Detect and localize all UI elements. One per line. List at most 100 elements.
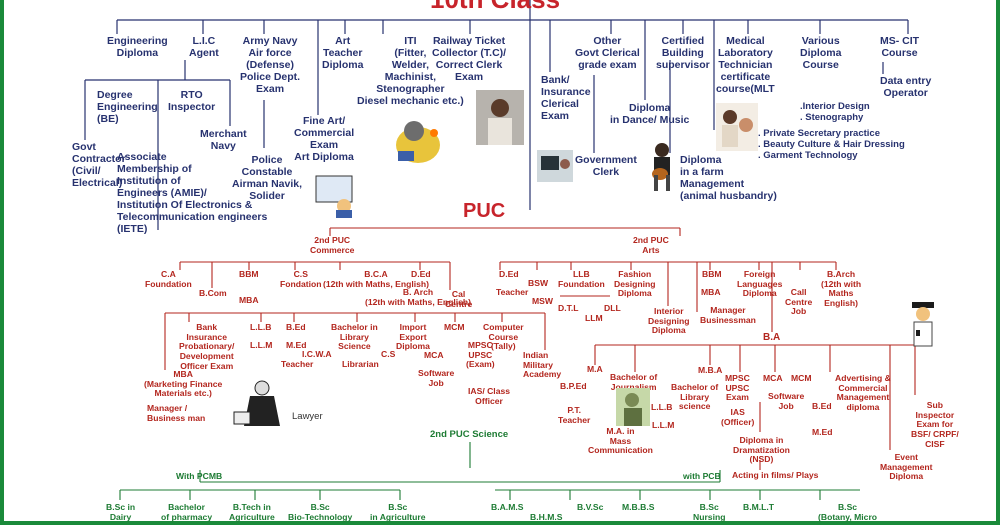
node-certified: Certified Building supervisor (656, 35, 710, 72)
node-arts-ias: IAS (Officer) (721, 407, 755, 427)
node-bsc-biotech: B.Sc Bio-Technology (288, 502, 353, 522)
node-import-export: Import Export Diploma (396, 322, 430, 352)
node-rto: RTO Inspector (168, 89, 216, 114)
node-police-constable: Police Constable Airman Navik, Solider (232, 154, 303, 203)
node-btech-agri: B.Tech in Agriculture (229, 502, 275, 522)
node-bca: B.C.A (12th with Maths, English) (323, 269, 429, 289)
node-cs-foundation: C.S Fondation (280, 269, 322, 289)
node-ca: C.A Foundation (145, 269, 192, 289)
node-puc-arts: 2nd PUC Arts (633, 235, 669, 255)
node-bped: B.P.Ed (560, 381, 587, 391)
node-software-job: Software Job (418, 368, 455, 388)
node-govt-clerk: Government Clerk (575, 154, 637, 179)
node-cs: C.S (381, 349, 396, 359)
node-arts-bbm: BBM (702, 269, 722, 279)
node-cal-centre: Cal Centre (445, 289, 473, 309)
node-iti: ITI (Fitter, Welder, Machinist, Stenogra… (357, 35, 464, 108)
node-mscit: MS- CIT Course (880, 35, 920, 60)
node-bachelor-library: Bachelor in Library Science (331, 322, 378, 352)
node-arts-mpsc: MPSC UPSC Exam (725, 373, 750, 403)
node-llb: L.L.B (250, 322, 272, 332)
node-fashion: Fashion Designing Diploma (614, 269, 656, 299)
node-bmlt: B.M.L.T (743, 502, 775, 512)
node-bsc-botany: B.Sc (Botany, Micro (818, 502, 878, 522)
node-bbm: BBM (239, 269, 259, 279)
node-govt-contractor: Govt Contractor (Civil/ Electrical) (72, 141, 126, 190)
node-llm: L.L.M (250, 340, 273, 350)
node-diploma-dance: Diploma in Dance/ Music (610, 102, 690, 127)
computer-photo (537, 150, 573, 182)
node-arts-manager: Manager Businessman (700, 305, 756, 325)
node-arts-bachelor-library: Bachelor of Library science (671, 382, 719, 412)
node-farm-management: Diploma in a farm Management (animal hus… (680, 154, 777, 203)
node-bank-clerical: Bank/ Insurance Clerical Exam (541, 74, 591, 123)
node-ded: D.Ed (411, 269, 431, 279)
node-bsc-nursing: B.Sc Nursing (693, 502, 726, 522)
node-lawyer: Lawyer (292, 411, 323, 422)
artist-illustration (315, 175, 353, 218)
puc-title: PUC (463, 200, 506, 222)
node-msw: MSW (532, 296, 554, 306)
node-other-govt: Other Govt Clerical grade exam (575, 35, 640, 72)
officer-illustration (912, 302, 934, 347)
node-sub-inspector: Sub Inspector Exam for BSF/ CRPF/ CISF (911, 400, 959, 449)
node-bpharm: Bachelor of pharmacy (161, 502, 213, 522)
node-bsw: BSW (528, 278, 549, 288)
node-army: Army Navy Air force (Defense) Police Dep… (240, 35, 301, 96)
node-acting: Acting in films/ Plays (732, 470, 819, 480)
node-librarian: Librarian (342, 359, 379, 369)
node-arts-mcm: MCM (791, 373, 812, 383)
node-arts-mca: MCA (763, 373, 783, 383)
node-dtl: D.T.L (558, 303, 579, 313)
node-mca: MCA (424, 350, 444, 360)
node-foreign-languages: Foreign Languages Diploma (737, 269, 783, 299)
node-ma: M.A (587, 364, 603, 374)
node-lic-agent: L.I.C Agent (189, 35, 219, 60)
node-puc-science: 2nd PUC Science (430, 429, 509, 440)
welder-illustration (396, 121, 440, 163)
node-arts-ded: D.Ed (499, 269, 519, 279)
node-fine-art: Fine Art/ Commercial Exam Art Diploma (294, 115, 355, 164)
node-ma-mass: M.A. in Mass Communication (588, 426, 653, 456)
node-bsc-dairy: B.Sc in Dairy (106, 502, 136, 522)
node-mbbs: M.B.B.S (622, 502, 655, 512)
node-bank-insurance: Bank Insurance Probationary/ Development… (179, 322, 235, 371)
node-puc-commerce: 2nd PUC Commerce (310, 235, 355, 255)
node-pt-teacher: P.T. Teacher (558, 405, 591, 425)
node-dll: DLL (604, 303, 621, 313)
node-ias: IAS/ Class Officer (468, 386, 511, 406)
node-private-secretary: . Private Secretary practice . Beauty Cu… (758, 128, 905, 161)
node-ba: B.A (763, 332, 781, 343)
node-data-entry: Data entry Operator (880, 75, 932, 100)
node-associate-membership: Associate Membership of Institution of E… (117, 151, 268, 236)
node-railway: Railway Ticket Collector (T.C)/ Correct … (432, 35, 507, 84)
node-icwa: I.C.W.A (302, 349, 332, 359)
node-arts-barch: B.Arch (12th with Maths English) (821, 269, 862, 308)
node-journalism: Bachelor of Journalism (610, 372, 658, 392)
node-art-teacher: Art Teacher Diploma (322, 35, 364, 72)
node-teacher: Teacher (281, 359, 314, 369)
node-arts-llm2: L.L.M (652, 420, 675, 430)
node-degree-engineering: Degree Engineering (BE) (97, 89, 158, 126)
node-med: M.Ed (286, 340, 307, 350)
node-various-diploma: Various Diploma Course (800, 35, 842, 72)
node-arts-med: M.Ed (812, 427, 833, 437)
node-llb-foundation: LLB Foundation (558, 269, 605, 289)
node-indian-military: Indian Military Academy (523, 350, 562, 380)
node-arts-mba2: M.B.A (698, 365, 723, 375)
page-title: 10th Class (430, 0, 560, 15)
node-with-pcb: with PCB (683, 471, 721, 481)
node-arts-bed: B.Ed (812, 401, 832, 411)
node-bcom: B.Com (199, 288, 227, 298)
node-dramatization: Diploma in Dramatization (NSD) (733, 435, 790, 465)
node-bams: B.A.M.S (491, 502, 524, 512)
clerk-photo (476, 90, 524, 145)
node-bed: B.Ed (286, 322, 306, 332)
node-engineering-diploma: Engineering Diploma (107, 35, 168, 60)
node-computer-course: Computer Course (Tally) (483, 322, 524, 352)
node-with-pcmb: With PCMB (176, 471, 223, 481)
journalist-illustration (616, 388, 650, 426)
node-mpsc: MPSC UPSC (Exam) (466, 340, 495, 370)
node-mba: MBA (239, 295, 259, 305)
